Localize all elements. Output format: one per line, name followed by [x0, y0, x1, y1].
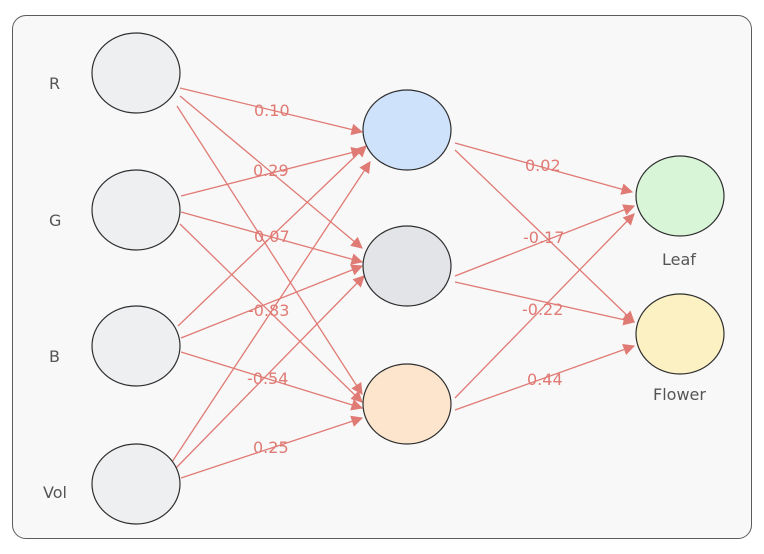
- edge-r-h2: [179, 95, 363, 249]
- edge-h1-leaf: [454, 142, 634, 195]
- edges-input-hidden: [171, 87, 371, 479]
- weight-label: -0.83: [248, 301, 289, 320]
- edge-b-h3: [180, 351, 364, 411]
- output-node-flower: [635, 293, 725, 375]
- weight-label: 0.29: [253, 161, 289, 180]
- edge-h3-leaf: [454, 213, 635, 399]
- edge-h3-flower: [454, 344, 636, 411]
- weight-label: -0.22: [522, 300, 563, 319]
- input-node-g: [91, 169, 181, 251]
- edge-vol-h1: [171, 161, 371, 463]
- input-node-vol: [91, 443, 181, 525]
- hidden-node-3: [362, 363, 452, 445]
- input-layer: [91, 32, 181, 525]
- input-node-r: [91, 32, 181, 114]
- weight-label: -0.17: [523, 228, 564, 247]
- weight-label: 0.07: [254, 227, 290, 246]
- edge-h1-flower: [454, 149, 635, 323]
- edge-vol-h3: [180, 415, 364, 479]
- label-r: R: [49, 74, 60, 93]
- edge-h2-leaf: [454, 204, 636, 277]
- label-flower: Flower: [653, 385, 706, 404]
- weight-label: 0.10: [254, 101, 290, 120]
- weight-label: -0.54: [247, 369, 288, 388]
- edge-b-h2: [180, 264, 364, 339]
- label-leaf: Leaf: [662, 250, 696, 269]
- edge-g-h1: [180, 146, 364, 197]
- edges-hidden-output: [454, 142, 636, 411]
- edge-b-h1: [177, 145, 367, 327]
- label-b: B: [49, 347, 60, 366]
- output-node-leaf: [635, 155, 725, 237]
- edge-r-h3: [176, 105, 363, 395]
- input-node-b: [91, 305, 181, 387]
- output-layer: [635, 155, 725, 375]
- label-vol: Vol: [43, 483, 67, 502]
- label-g: G: [49, 211, 61, 230]
- hidden-layer: [362, 89, 452, 445]
- weight-label: 0.25: [253, 438, 289, 457]
- edge-vol-h2: [175, 275, 365, 469]
- hidden-node-2: [362, 225, 452, 307]
- edge-r-h1: [179, 87, 364, 136]
- hidden-node-1: [362, 89, 452, 171]
- weight-label: 0.44: [527, 370, 563, 389]
- edge-h2-flower: [454, 281, 636, 326]
- weight-label: 0.02: [525, 156, 561, 175]
